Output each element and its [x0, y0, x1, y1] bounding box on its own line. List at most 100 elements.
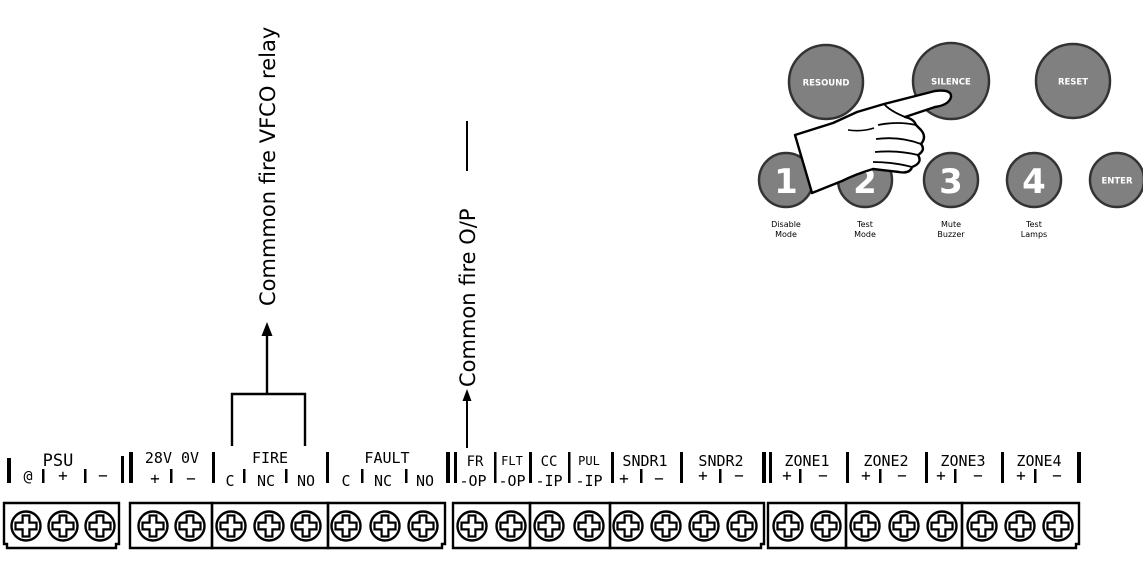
pin-label: − [818, 466, 828, 485]
pointing-hand-icon [793, 89, 953, 195]
resound-label: RESOUND [803, 79, 850, 89]
psu-header: PSU [43, 451, 74, 471]
zone3-header: ZONE3 [940, 452, 985, 470]
pin-label: − [734, 466, 744, 485]
pin-label: + [861, 466, 871, 485]
key-3-caption-line1: Mute [941, 220, 961, 229]
key-3-digit: 3 [939, 162, 963, 202]
terminal-blocks [2, 501, 1081, 550]
screw-icon[interactable] [849, 510, 881, 542]
screw-icon[interactable] [612, 510, 644, 542]
screw-icon[interactable] [137, 510, 169, 542]
key-4-caption-line1: Test [1025, 220, 1042, 229]
pin-label: − [897, 466, 907, 485]
screw-icon[interactable] [84, 510, 116, 542]
screw-icon[interactable] [290, 510, 322, 542]
number-key-4[interactable]: 4 [1005, 151, 1063, 209]
screw-icon[interactable] [215, 510, 247, 542]
screw-icon[interactable] [456, 510, 488, 542]
screw-icon[interactable] [253, 510, 285, 542]
screw-icon[interactable] [174, 510, 206, 542]
number-key-1[interactable]: 1 [757, 151, 815, 209]
key-4-digit: 4 [1022, 162, 1046, 202]
screw-icon[interactable] [810, 510, 842, 542]
screw-icon[interactable] [966, 510, 998, 542]
pin-dividers [42, 452, 1037, 483]
pin-label: + [58, 466, 68, 485]
screw-icon[interactable] [10, 510, 42, 542]
key-2-caption-line2: Mode [854, 230, 876, 239]
screw-icon[interactable] [772, 510, 804, 542]
enter-button[interactable]: ENTER [1088, 151, 1143, 209]
cc-header: CC [541, 454, 558, 470]
screw-icon[interactable] [47, 510, 79, 542]
vfco-relay-annotation: Commmon fire VFCO relay [230, 27, 307, 446]
pin-label: − [1052, 466, 1062, 485]
fire-op-label: Common fire O/P [456, 208, 480, 387]
key-1-digit: 1 [774, 162, 798, 202]
pin-label: + [698, 466, 708, 485]
screw-icon[interactable] [926, 510, 958, 542]
pin-label: NO [416, 472, 434, 490]
screw-icon[interactable] [533, 510, 565, 542]
screw-icon[interactable] [407, 510, 439, 542]
screw-icon[interactable] [688, 510, 720, 542]
pin-label: NC [374, 472, 392, 490]
pul-header: PUL [578, 454, 600, 468]
pin-label: NO [297, 472, 315, 490]
screw-icon[interactable] [726, 510, 758, 542]
screw-icon[interactable] [369, 510, 401, 542]
screw-icon[interactable] [1004, 510, 1036, 542]
key-1-caption-line2: Mode [775, 230, 797, 239]
control-keypad: RESOUND SILENCE RESET 1 Disable Mode 2 T… [757, 41, 1143, 239]
header-dividers [7, 452, 1081, 483]
screw-icon[interactable] [573, 510, 605, 542]
v28-header: 28V 0V [145, 449, 199, 467]
screw-icon[interactable] [495, 510, 527, 542]
flt-header: FLT [501, 454, 523, 468]
screw-icon[interactable] [1042, 510, 1074, 542]
screw-icon[interactable] [650, 510, 682, 542]
terminal-strip: PSU 28V 0V FIRE FAULT FR FLT CC PUL SNDR… [2, 449, 1081, 550]
pin-label: @ [23, 467, 32, 485]
pin-label: − [654, 469, 664, 488]
pin-label: − [98, 466, 108, 485]
pin-label: -IP [535, 472, 562, 490]
terminal-block-psu [2, 501, 121, 550]
key-1-caption-line1: Disable [771, 220, 801, 229]
key-3-caption-line2: Buzzer [937, 230, 965, 239]
pin-label: -OP [498, 472, 525, 490]
pin-label: + [1016, 466, 1026, 485]
silence-label: SILENCE [931, 78, 971, 88]
reset-label: RESET [1058, 78, 1088, 88]
terminal-block-zone3-4 [960, 501, 1081, 550]
key-2-caption-line1: Test [856, 220, 873, 229]
sndr1-header: SNDR1 [622, 452, 667, 470]
pin-label: NC [257, 472, 275, 490]
fault-header: FAULT [364, 449, 409, 467]
pin-label: -IP [575, 472, 602, 490]
terminal-screws [10, 510, 1074, 542]
screw-icon[interactable] [330, 510, 362, 542]
pin-label: C [225, 472, 234, 490]
number-key-3[interactable]: 3 [922, 151, 980, 209]
enter-label: ENTER [1101, 177, 1133, 187]
terminal-block-fault [326, 501, 447, 550]
vfco-relay-label: Commmon fire VFCO relay [256, 27, 280, 306]
fire-op-annotation: Common fire O/P [456, 121, 480, 448]
pin-label: + [150, 469, 160, 488]
terminal-block-sndr [608, 501, 766, 550]
pin-label: C [341, 472, 350, 490]
pin-label: + [619, 469, 629, 488]
pin-label: -OP [459, 472, 486, 490]
reset-button[interactable]: RESET [1034, 42, 1112, 120]
zone4-header: ZONE4 [1016, 452, 1061, 470]
sndr2-header: SNDR2 [698, 452, 743, 470]
fire-header: FIRE [252, 449, 288, 467]
block-headers: PSU 28V 0V FIRE FAULT FR FLT CC PUL SNDR… [43, 449, 1062, 471]
resound-button[interactable]: RESOUND [787, 43, 865, 121]
pin-label: − [186, 469, 196, 488]
pin-labels: @ + − + − C NC NO C NC NO -OP -OP -IP -I… [23, 466, 1061, 490]
screw-icon[interactable] [888, 510, 920, 542]
